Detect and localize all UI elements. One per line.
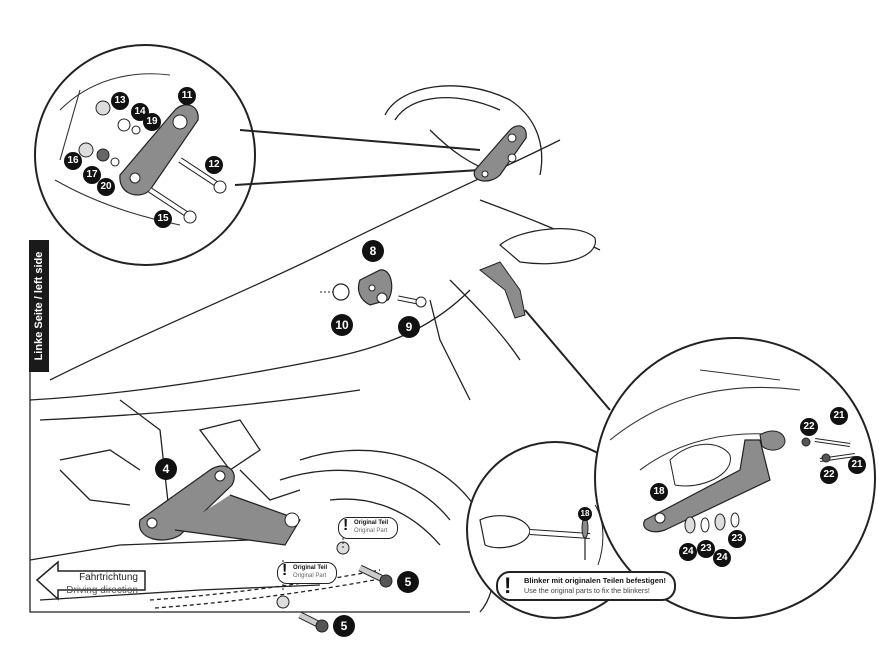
callout-20: 20 [97,178,115,196]
original-part-label-2: ! Original Teil Original Part [277,562,337,584]
callout-24-right: 24 [713,549,731,567]
zoom-circle-right [524,309,876,619]
callout-23-right: 23 [728,530,746,548]
callout-16: 16 [64,152,82,170]
callout-13: 13 [111,92,129,110]
exclamation-icon: ! [343,517,349,534]
blinker-upper [499,228,596,265]
zoom-circle-top [34,44,481,266]
callout-4: 4 [155,458,177,480]
callout-5-lower: 5 [333,615,355,637]
exclamation-icon: ! [282,562,288,579]
callout-12: 12 [205,156,223,174]
callout-11: 11 [178,87,196,105]
direction-label-en: Driving direction [66,585,138,596]
callout-23-left: 23 [697,540,715,558]
bracket-18 [643,439,771,533]
callout-22-upper: 22 [800,418,818,436]
callout-5-upper: 5 [397,571,419,593]
exclamation-icon: ! [504,573,512,598]
original-part-label-1: ! Original Teil Original Part [338,517,398,539]
callout-9: 9 [398,316,420,338]
callout-22-lower: 22 [820,466,838,484]
side-label-tab: Linke Seite / left side [29,240,49,372]
bracket-4 [138,465,235,541]
callout-15: 15 [154,210,172,228]
callout-21-upper: 21 [830,407,848,425]
callout-8: 8 [362,240,384,262]
arrow-left-icon [35,560,146,601]
callout-17: 17 [83,166,101,184]
callout-21-lower: 21 [848,456,866,474]
blinker-warning: ! Blinker mit originalen Teilen befestig… [496,571,676,601]
callout-18-large: 18 [650,483,668,501]
blinker-warning-de: Blinker mit originalen Teilen befestigen… [524,576,666,585]
side-label-text: Linke Seite / left side [33,251,45,361]
driving-direction: Fahrtrichtung Driving direction [36,561,148,601]
direction-label-de: Fahrtrichtung [79,572,138,583]
callout-18-small: 18 [578,507,592,521]
callout-10: 10 [331,314,353,336]
motorcycle-outline [29,85,601,613]
callout-24-left: 24 [679,543,697,561]
blinker-warning-en: Use the original parts to fix the blinke… [524,586,650,595]
callout-19: 19 [143,113,161,131]
